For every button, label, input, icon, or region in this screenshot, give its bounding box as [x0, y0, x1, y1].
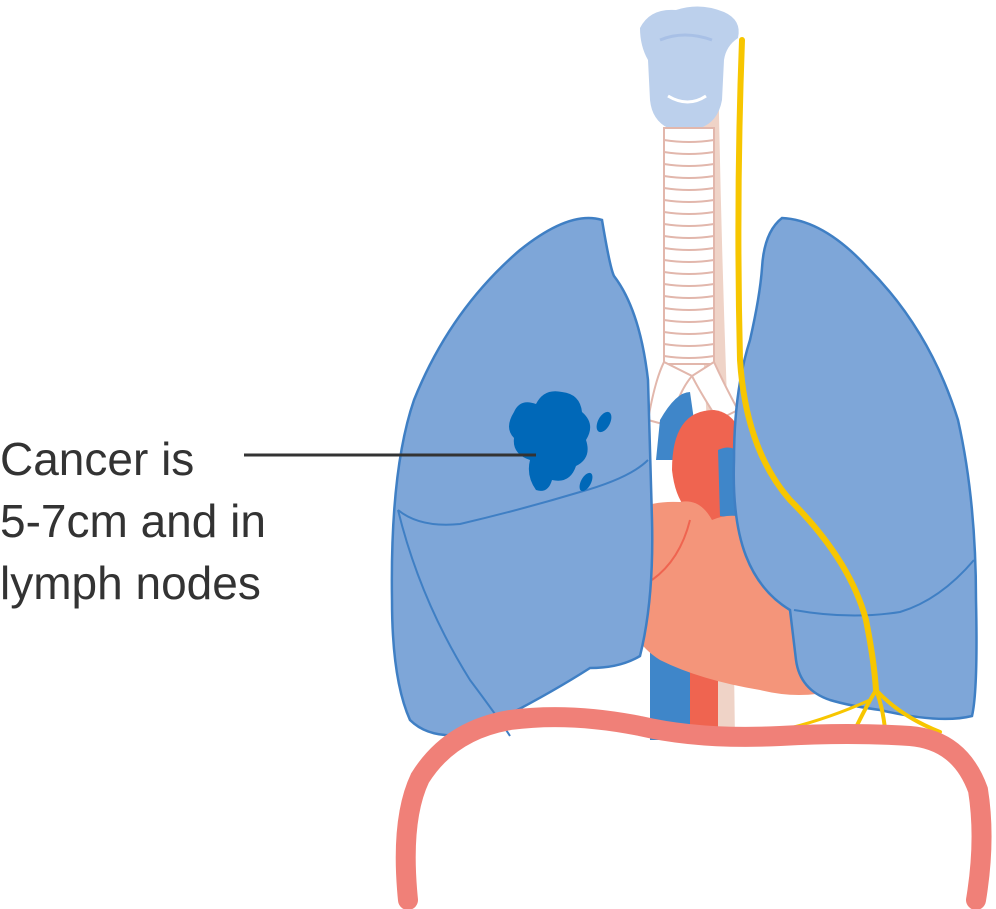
label-line-3: lymph nodes: [0, 557, 261, 609]
trachea-ring: [663, 331, 715, 335]
label-line-1: Cancer is: [0, 433, 195, 485]
trachea-ring: [663, 235, 715, 239]
trachea-ring: [663, 271, 715, 275]
trachea-ring: [663, 163, 715, 167]
trachea-ring: [663, 175, 715, 179]
larynx: [640, 6, 739, 129]
trachea-ring: [663, 259, 715, 263]
diaphragm: [395, 707, 992, 909]
trachea-ring: [663, 223, 715, 227]
trachea-ring: [663, 211, 715, 215]
trachea-ring: [663, 199, 715, 203]
trachea-ring: [663, 355, 715, 359]
trachea-ring: [663, 343, 715, 347]
tumour: [509, 391, 612, 492]
trachea-ring: [663, 151, 715, 155]
cancer-stage-label: Cancer is 5-7cm and in lymph nodes: [0, 428, 266, 614]
trachea-ring: [663, 307, 715, 311]
trachea: [646, 127, 740, 428]
right-lung: [390, 216, 654, 737]
trachea-ring: [663, 247, 715, 251]
pulmonary-vein: [656, 392, 694, 460]
label-line-2: 5-7cm and in: [0, 495, 266, 547]
trachea-ring: [663, 283, 715, 287]
trachea-ring: [663, 139, 715, 143]
trachea-ring: [663, 319, 715, 323]
trachea-ring: [663, 295, 715, 299]
trachea-ring: [663, 187, 715, 191]
